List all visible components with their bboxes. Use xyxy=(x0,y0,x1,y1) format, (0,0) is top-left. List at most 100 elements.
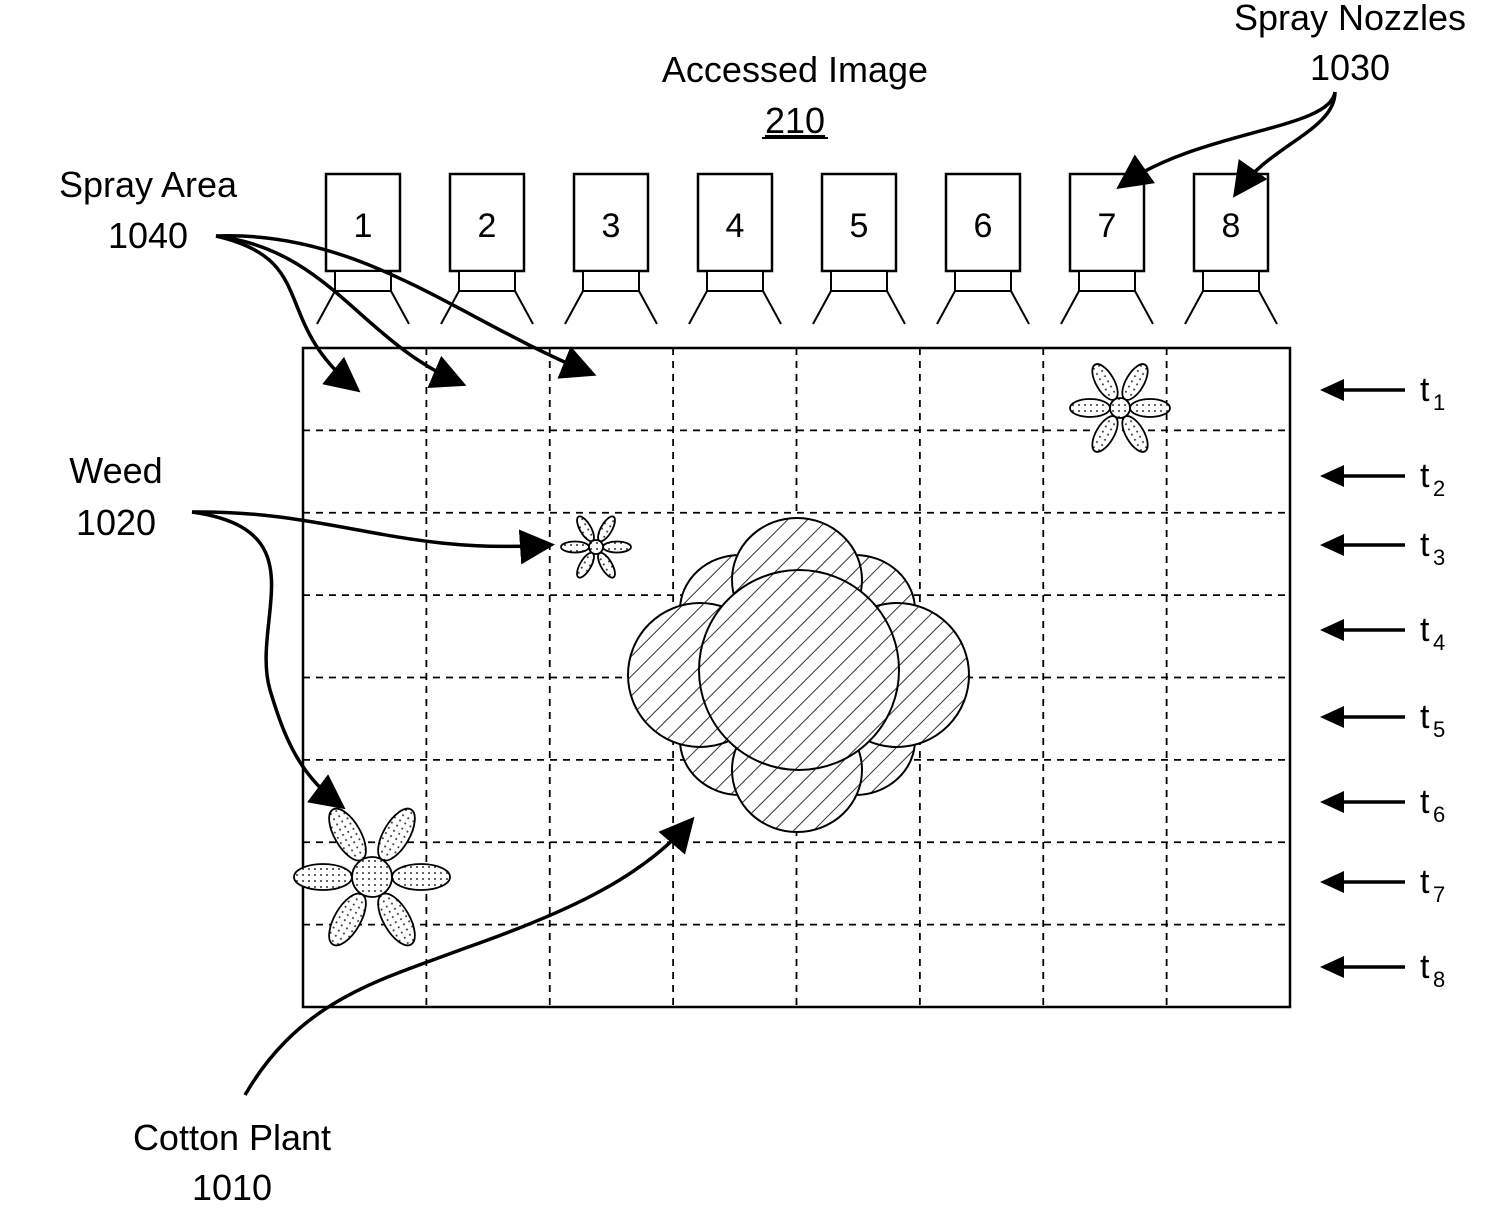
time-label-subscript: 4 xyxy=(1433,630,1445,655)
time-row-t7: t7 xyxy=(1320,863,1445,907)
weed-petal xyxy=(595,550,619,580)
nozzle-spray-right xyxy=(887,291,905,324)
weed-center xyxy=(1110,398,1130,418)
weed-center xyxy=(589,540,603,554)
weed-petal xyxy=(574,550,598,580)
weed-top-right xyxy=(1070,360,1170,456)
nozzle-neck xyxy=(335,271,391,291)
time-label-subscript: 1 xyxy=(1433,390,1445,415)
nozzle-7: 7 xyxy=(1061,174,1153,324)
nozzle-1: 1 xyxy=(317,174,409,324)
weed-arrow-bottom xyxy=(192,512,340,805)
time-row-t6: t6 xyxy=(1320,783,1445,827)
weed-ref: 1020 xyxy=(76,502,156,543)
time-label-subscript: 6 xyxy=(1433,802,1445,827)
weed-petal xyxy=(1117,412,1153,456)
weed-petal xyxy=(1087,360,1123,404)
weed-petal xyxy=(1070,399,1110,417)
time-label: t xyxy=(1420,698,1430,736)
time-label-subscript: 7 xyxy=(1433,882,1445,907)
nozzle-spray-right xyxy=(639,291,657,324)
nozzle-neck xyxy=(955,271,1011,291)
nozzle-neck xyxy=(459,271,515,291)
time-arrow-head xyxy=(1320,791,1344,813)
spray-area-arrow-3 xyxy=(216,236,590,373)
nozzle-spray-right xyxy=(391,291,409,324)
time-arrow-head xyxy=(1320,706,1344,728)
weed-petal xyxy=(603,542,631,553)
cotton-plant-label: Cotton Plant xyxy=(133,1117,331,1158)
nozzle-3: 3 xyxy=(565,174,657,324)
nozzle-number: 8 xyxy=(1222,207,1241,245)
nozzle-arrow-7 xyxy=(1122,92,1335,185)
nozzle-spray-left xyxy=(937,291,955,324)
weed-center xyxy=(352,857,392,897)
time-label: t xyxy=(1420,863,1430,901)
nozzle-spray-left xyxy=(317,291,335,324)
nozzle-5: 5 xyxy=(813,174,905,324)
weed-petal xyxy=(371,888,423,951)
time-row-t4: t4 xyxy=(1320,611,1445,655)
time-arrow-head xyxy=(1320,871,1344,893)
cotton-plant-ref: 1010 xyxy=(192,1167,272,1208)
weed-label: Weed xyxy=(69,450,162,491)
spray-area-label: Spray Area xyxy=(59,164,238,205)
time-row-t2: t2 xyxy=(1320,457,1445,501)
time-label: t xyxy=(1420,526,1430,564)
spray-nozzles-ref: 1030 xyxy=(1310,47,1390,88)
nozzle-6: 6 xyxy=(937,174,1029,324)
spray-area-ref: 1040 xyxy=(108,215,188,256)
nozzle-neck xyxy=(831,271,887,291)
nozzle-spray-right xyxy=(515,291,533,324)
time-arrow-head xyxy=(1320,619,1344,641)
cotton-plant-arrow xyxy=(245,822,690,1095)
time-row-t8: t8 xyxy=(1320,948,1445,992)
time-arrow-head xyxy=(1320,956,1344,978)
time-arrow-head xyxy=(1320,465,1344,487)
nozzle-arrow-8 xyxy=(1237,92,1335,192)
nozzle-4: 4 xyxy=(689,174,781,324)
accessed-image-ref: 210 xyxy=(765,100,825,141)
spray-nozzles-label: Spray Nozzles xyxy=(1234,0,1466,38)
weed-middle xyxy=(561,514,631,580)
weed-petal xyxy=(1117,360,1153,404)
nozzle-number: 4 xyxy=(726,207,745,245)
nozzle-number: 7 xyxy=(1098,207,1117,245)
nozzle-row: 12345678 xyxy=(317,174,1277,324)
nozzle-neck xyxy=(707,271,763,291)
nozzle-spray-left xyxy=(689,291,707,324)
time-label: t xyxy=(1420,371,1430,409)
weed-petal xyxy=(1130,399,1170,417)
nozzle-spray-right xyxy=(1011,291,1029,324)
weed-petal xyxy=(561,542,589,553)
nozzle-spray-left xyxy=(1061,291,1079,324)
time-arrows: t1t2t3t4t5t6t7t8 xyxy=(1320,371,1445,992)
nozzle-spray-left xyxy=(813,291,831,324)
time-label-subscript: 8 xyxy=(1433,967,1445,992)
time-arrow-head xyxy=(1320,534,1344,556)
nozzle-number: 3 xyxy=(602,207,621,245)
time-row-t5: t5 xyxy=(1320,698,1445,742)
accessed-image-label: Accessed Image xyxy=(662,49,928,90)
weed-petal xyxy=(1087,412,1123,456)
time-label-subscript: 5 xyxy=(1433,717,1445,742)
nozzle-spray-left xyxy=(1185,291,1203,324)
nozzle-2: 2 xyxy=(441,174,533,324)
cotton-plant-shape xyxy=(628,518,969,832)
weed-bottom-left xyxy=(294,803,450,951)
weed-petal xyxy=(322,803,374,866)
time-row-t1: t1 xyxy=(1320,371,1445,415)
nozzle-neck xyxy=(583,271,639,291)
time-arrow-head xyxy=(1320,379,1344,401)
weed-petal xyxy=(322,888,374,951)
time-label: t xyxy=(1420,457,1430,495)
time-row-t3: t3 xyxy=(1320,526,1445,570)
nozzle-8: 8 xyxy=(1185,174,1277,324)
time-label: t xyxy=(1420,611,1430,649)
weed-petal xyxy=(574,514,598,544)
nozzle-spray-right xyxy=(1135,291,1153,324)
time-label-subscript: 2 xyxy=(1433,476,1445,501)
weed-petal xyxy=(595,514,619,544)
nozzle-spray-left xyxy=(565,291,583,324)
time-label: t xyxy=(1420,948,1430,986)
